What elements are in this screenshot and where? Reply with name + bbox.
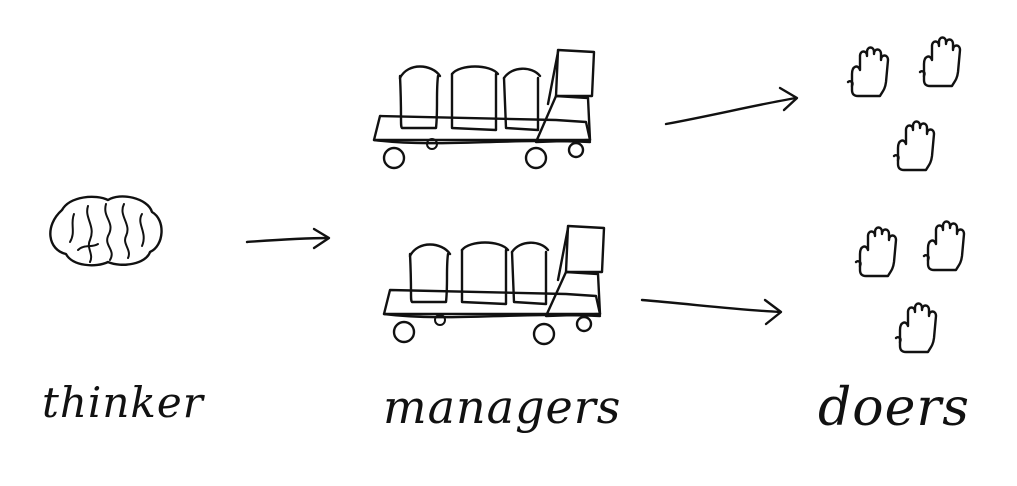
hand-icon [918, 36, 962, 88]
cart-icon [372, 48, 596, 170]
brain-icon [49, 195, 163, 267]
arrow-manager-to-doers-top [664, 86, 799, 126]
arrow-thinker-to-managers [245, 227, 331, 250]
hand-icon [846, 46, 890, 98]
hand-icon [854, 226, 898, 278]
cart-icon [382, 224, 606, 346]
hand-icon [892, 120, 936, 172]
arrow-manager-to-doers-bottom [640, 298, 783, 326]
hand-icon [922, 220, 966, 272]
label-doers: doers [818, 378, 970, 438]
label-thinker: thinker [42, 378, 204, 427]
hand-icon [894, 302, 938, 354]
label-managers: managers [383, 380, 622, 434]
